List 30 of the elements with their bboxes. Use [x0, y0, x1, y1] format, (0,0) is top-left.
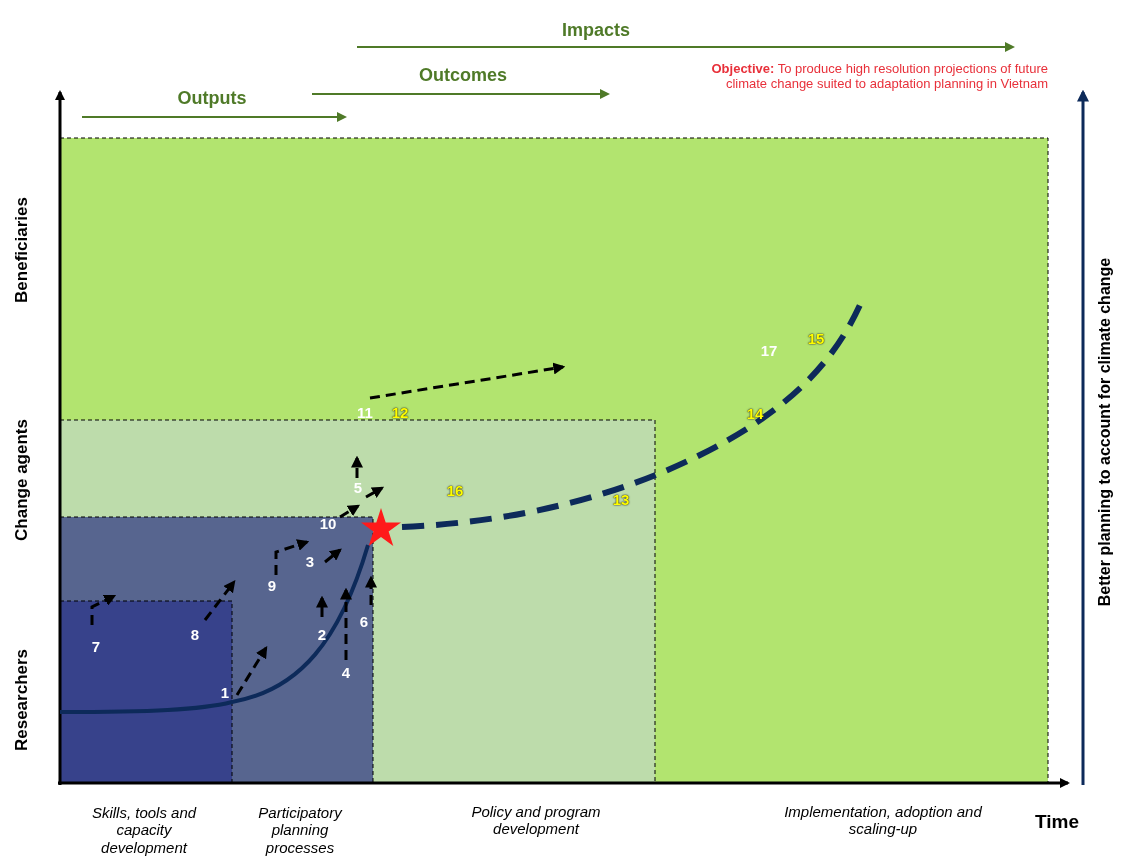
callout-number: 3	[305, 553, 315, 571]
callout-number: 7	[91, 638, 101, 656]
callout-number: 2	[317, 626, 327, 644]
phase-heading: Impacts	[562, 19, 630, 41]
phase-heading: Outputs	[177, 87, 247, 109]
callout-number: 10	[319, 515, 337, 533]
axis-title: Time	[1035, 811, 1079, 833]
callout-number: 6	[359, 613, 369, 631]
callout-number: 13	[612, 491, 630, 509]
objective-note: Objective: To produce high resolution projections of future climate change suited to adaptation planning in Vietnam	[710, 62, 1048, 92]
phase-heading: Outcomes	[419, 64, 507, 86]
phase-label: Implementation, adoption and scaling-up	[783, 802, 983, 838]
callout-number: 4	[341, 664, 351, 682]
callout-number: 17	[760, 342, 778, 360]
callout-number: 12	[391, 404, 409, 422]
axis-label: Researchers	[12, 648, 32, 752]
phase-label: Skills, tools and capacity development	[90, 804, 198, 856]
axis-label: Change agents	[12, 419, 32, 541]
callout-number: 8	[190, 626, 200, 644]
axis-title: Better planning to account for climate change	[1095, 256, 1114, 609]
phase-label: Policy and program development	[470, 802, 602, 838]
phase-label: Participatory planning processes	[257, 804, 344, 856]
callout-number: 15	[807, 330, 825, 348]
callout-number: 9	[267, 577, 277, 595]
callout-number: 11	[357, 404, 373, 422]
callout-number: 14	[746, 405, 764, 423]
callout-number: 16	[446, 482, 464, 500]
callout-number: 1	[220, 684, 230, 702]
callout-number: 5	[353, 479, 363, 497]
axis-label: Beneficiaries	[12, 197, 32, 303]
